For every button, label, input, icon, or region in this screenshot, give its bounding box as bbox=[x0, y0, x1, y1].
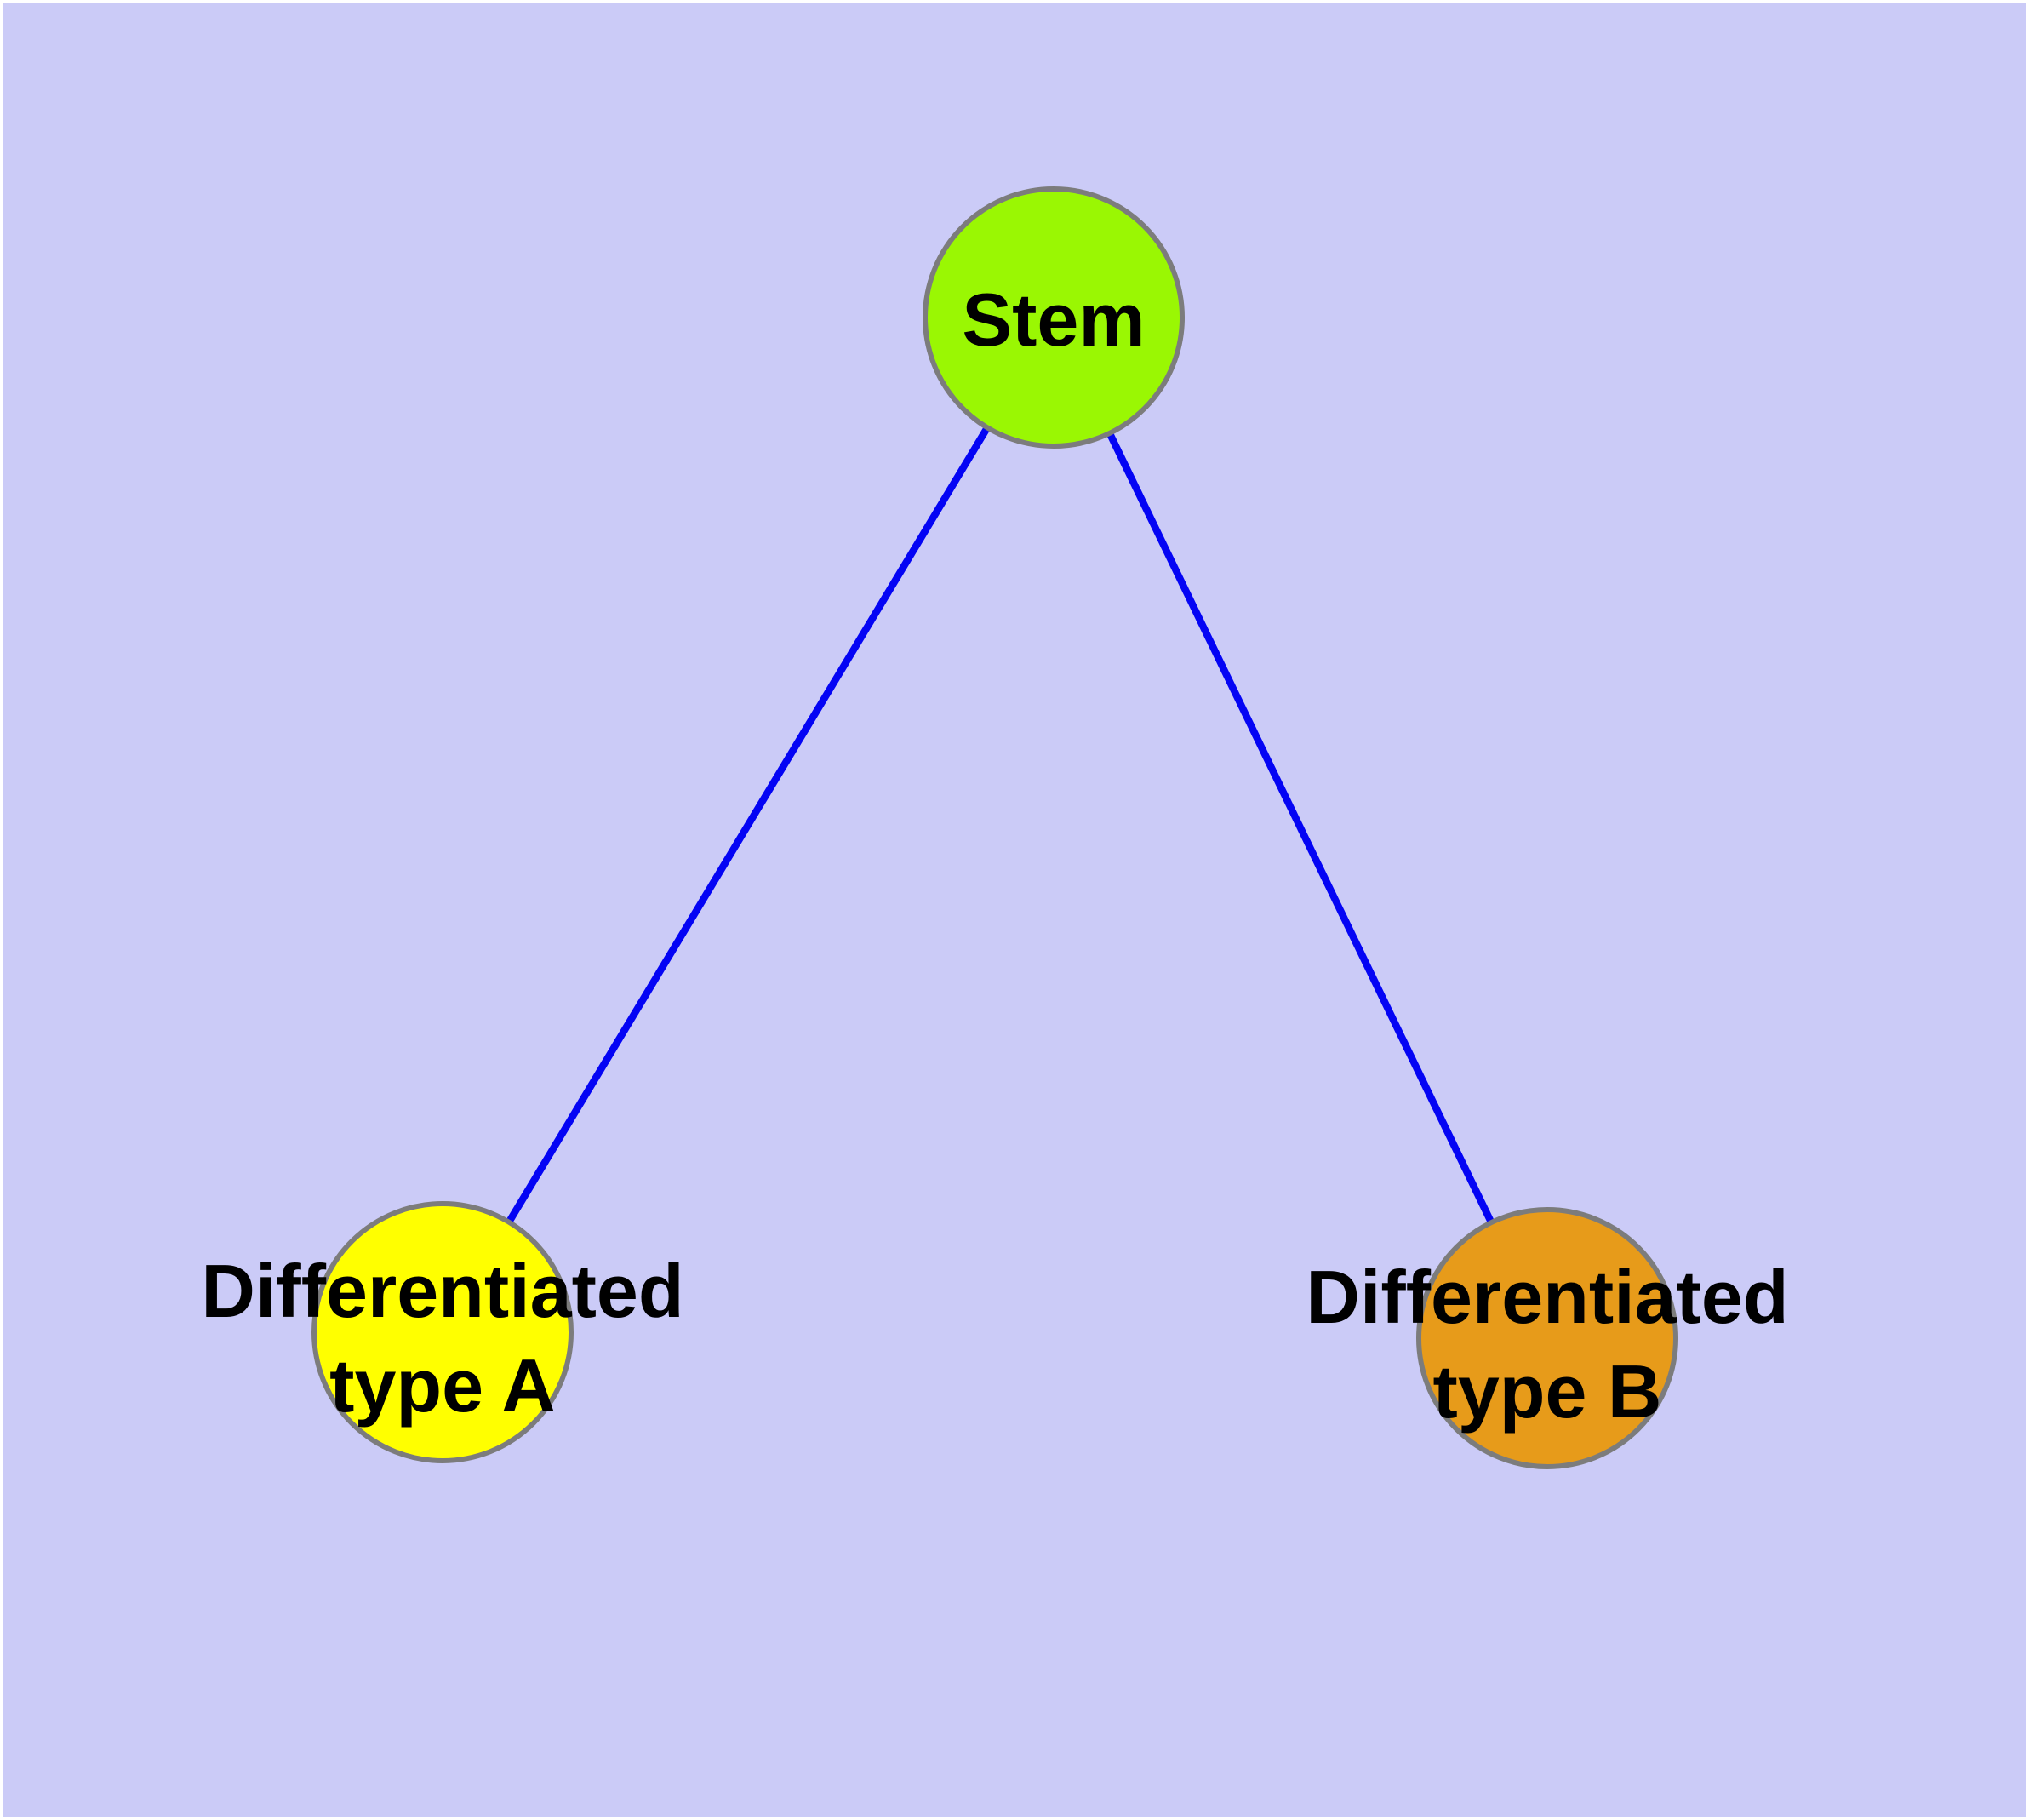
node-label-line: Differentiated bbox=[1306, 1255, 1788, 1339]
node-label-differentiated-type-a: Differentiated type A bbox=[201, 1249, 683, 1428]
node-differentiated-type-a bbox=[311, 1201, 574, 1463]
node-label-line: type B bbox=[1433, 1349, 1662, 1434]
node-label-line: type A bbox=[329, 1343, 556, 1428]
node-label-line: Differentiated bbox=[201, 1249, 683, 1333]
node-label-line: Stem bbox=[962, 278, 1145, 362]
node-differentiated-type-b bbox=[1416, 1207, 1678, 1469]
node-label-differentiated-type-b: Differentiated type B bbox=[1306, 1255, 1788, 1434]
edge-stem-to-differentiated-type-b bbox=[1050, 316, 1551, 1340]
edge-stem-to-differentiated-type-a bbox=[439, 315, 1057, 1335]
edges-layer bbox=[439, 315, 1551, 1340]
node-label-stem: Stem bbox=[962, 278, 1145, 362]
node-stem bbox=[923, 186, 1185, 449]
nodes-layer bbox=[311, 186, 1678, 1469]
